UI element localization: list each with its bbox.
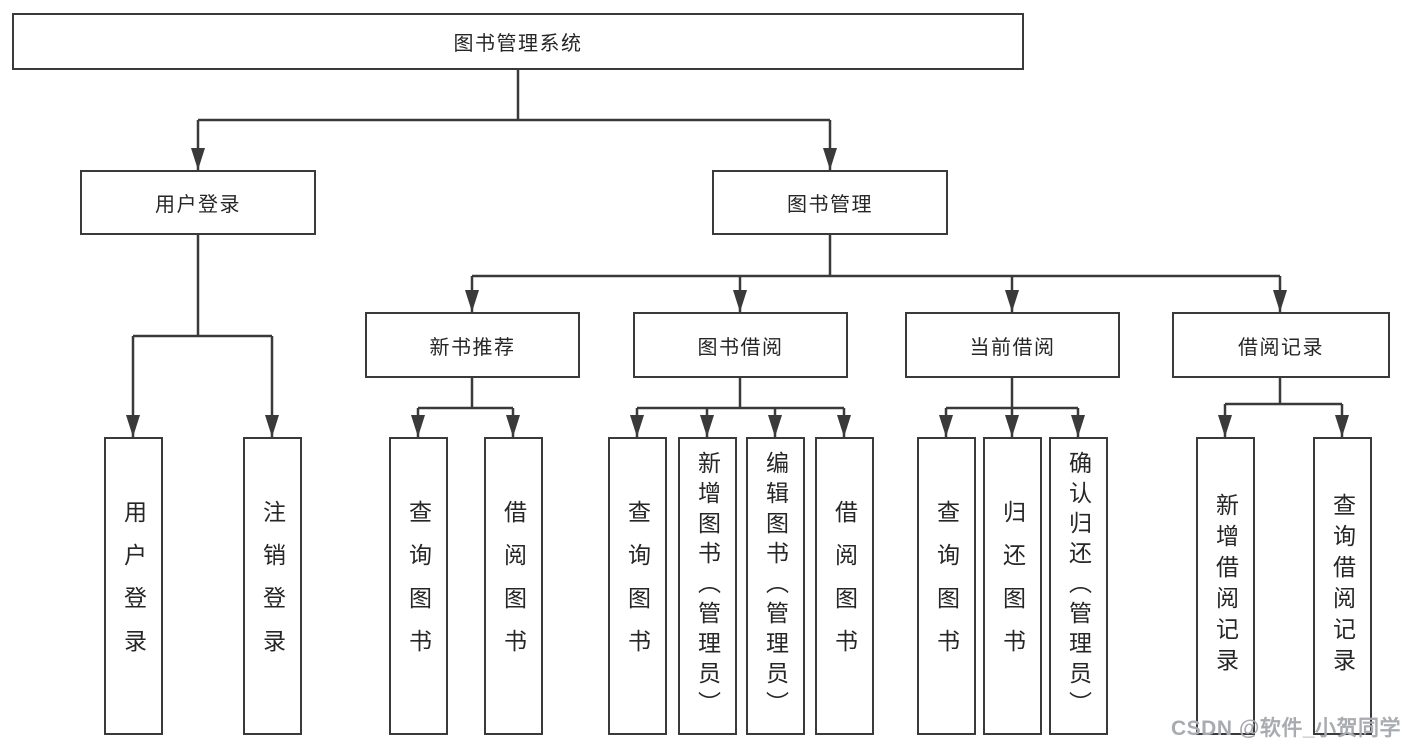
node-book-management-module: 图书管理 [712,170,948,235]
leaf-query-books: 查询图书 [917,437,976,735]
leaf-logout: 注销登录 [243,437,302,735]
leaf-borrow-books: 借阅图书 [484,437,543,735]
leaf-add-books-admin: 新增图书（管理员） [678,437,737,735]
leaf-confirm-return-admin: 确认归还（管理员） [1049,437,1108,735]
connector-lines [133,70,1342,410]
leaf-query-books: 查询图书 [608,437,667,735]
leaf-return-books: 归还图书 [983,437,1042,735]
node-borrow-records: 借阅记录 [1172,312,1390,378]
node-root-library-system: 图书管理系统 [12,13,1024,70]
leaf-borrow-books: 借阅图书 [815,437,874,735]
leaf-query-borrow-record: 查询借阅记录 [1313,437,1372,735]
node-new-book-recommend: 新书推荐 [365,312,580,378]
node-user-login-module: 用户登录 [80,170,316,235]
node-book-borrow: 图书借阅 [633,312,848,378]
leaf-add-borrow-record: 新增借阅记录 [1196,437,1255,735]
csdn-watermark: CSDN @软件_小贺同学 [1171,717,1401,740]
node-current-borrow: 当前借阅 [905,312,1120,378]
leaf-query-books: 查询图书 [389,437,448,735]
leaf-user-login: 用户登录 [104,437,163,735]
leaf-edit-books-admin: 编辑图书（管理员） [746,437,805,735]
